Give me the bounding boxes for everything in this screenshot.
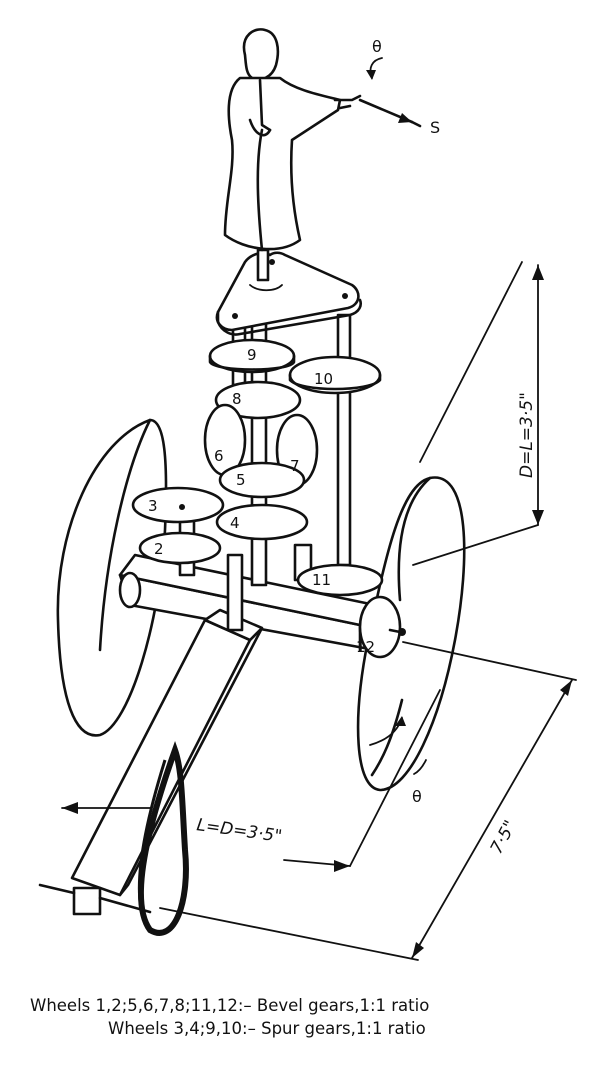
- gear-3: [131, 486, 225, 524]
- caption-bevel-gears: Wheels 1,2;5,6,7,8;11,12:– Bevel gears,1…: [30, 996, 430, 1015]
- gear-11-label: 11: [312, 571, 331, 589]
- gear-5: [218, 461, 306, 499]
- top-platform: [215, 248, 362, 336]
- gear-7-label: 7: [290, 457, 300, 475]
- dimension-track: [159, 641, 577, 961]
- gear-2-label: 2: [154, 540, 164, 558]
- draw-pole: [38, 618, 264, 916]
- wheel-rotation-arrow: [369, 716, 427, 775]
- south-label: S: [430, 118, 440, 137]
- theta-wheel-label: θ: [412, 787, 422, 806]
- gear-9: [208, 338, 296, 374]
- right-road-wheel: [356, 476, 466, 792]
- gear-2: [138, 531, 222, 565]
- gear-3-label: 3: [148, 497, 158, 515]
- dimension-axle: [61, 689, 441, 872]
- drive-belt: [137, 740, 189, 936]
- gear-4: [215, 503, 309, 541]
- gear-4-label: 4: [230, 514, 240, 532]
- pointing-figure: [223, 28, 362, 252]
- dim-axle-label: L=D=3·5": [195, 815, 283, 847]
- caption-spur-gears: Wheels 3,4;9,10:– Spur gears,1:1 ratio: [108, 1019, 426, 1038]
- south-direction-arrow: [358, 57, 422, 128]
- gear-8: [214, 380, 302, 420]
- gear-8-label: 8: [232, 390, 242, 408]
- gear-5-label: 5: [236, 471, 246, 489]
- dimension-vertical: [412, 261, 544, 566]
- gear-10-label: 10: [314, 370, 333, 388]
- dim-track-label: 7·5": [487, 817, 521, 857]
- gear-6-label: 6: [214, 447, 224, 465]
- gear-12: [358, 595, 406, 659]
- gear-9-label: 9: [247, 346, 257, 364]
- gear-12-label: 12: [356, 638, 375, 656]
- gear-11: [296, 563, 384, 597]
- theta-top-label: θ: [372, 37, 382, 56]
- dim-vertical-label: D=L=3·5": [517, 392, 537, 478]
- gear-10: [288, 355, 382, 395]
